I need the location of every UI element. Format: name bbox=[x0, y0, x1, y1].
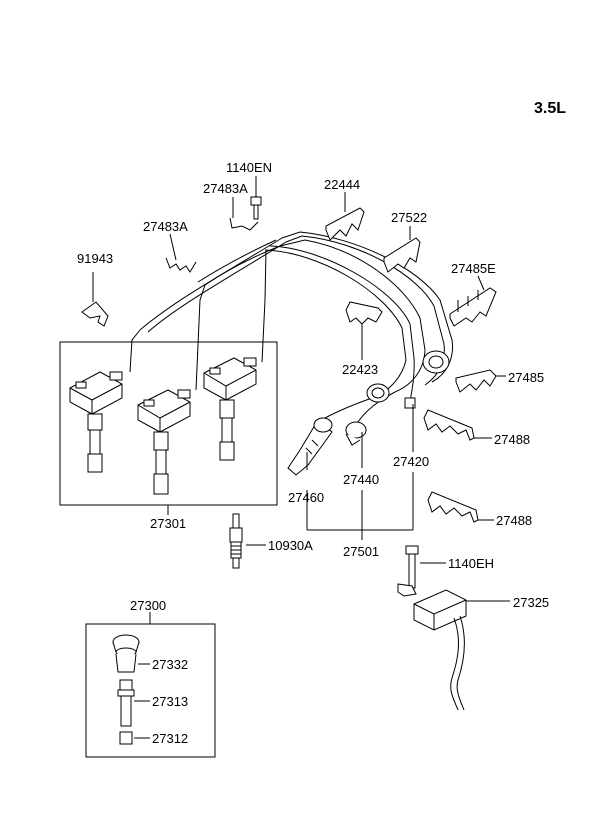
callout-22423: 22423 bbox=[342, 362, 378, 377]
callout-10930A: 10930A bbox=[268, 538, 313, 553]
bolt-1140EH bbox=[405, 545, 446, 589]
holder-27488-a bbox=[423, 409, 492, 441]
callout-27300: 27300 bbox=[130, 598, 166, 613]
holder-27485E bbox=[449, 275, 497, 327]
callout-27501: 27501 bbox=[343, 544, 379, 559]
ignition-coil-3 bbox=[203, 357, 257, 461]
ignition-coil-2 bbox=[137, 389, 191, 495]
clip-27483A-left bbox=[165, 233, 197, 273]
callout-27483A-top: 27483A bbox=[203, 181, 248, 196]
holder-22444 bbox=[325, 192, 365, 241]
bracket-91943 bbox=[81, 272, 109, 327]
spark-plug-10930A bbox=[229, 513, 266, 569]
spring-27313 bbox=[117, 679, 150, 727]
engine-label: 3.5L bbox=[534, 100, 566, 117]
callout-1140EH: 1140EH bbox=[448, 556, 494, 571]
ignition-coil-group bbox=[59, 341, 278, 506]
holder-27488-b bbox=[427, 491, 494, 523]
leader-lines bbox=[167, 404, 414, 540]
callout-1140EN: 1140EN bbox=[226, 160, 272, 175]
callout-27313: 27313 bbox=[152, 694, 188, 709]
callout-27488-a: 27488 bbox=[494, 432, 530, 447]
callout-27460: 27460 bbox=[288, 490, 324, 505]
callout-27488-b: 27488 bbox=[496, 513, 532, 528]
clip-27483A-top bbox=[229, 197, 259, 231]
callout-27485: 27485 bbox=[508, 370, 544, 385]
callout-27312: 27312 bbox=[152, 731, 188, 746]
seal-27312 bbox=[119, 731, 150, 745]
callout-27483A-left: 27483A bbox=[143, 219, 188, 234]
callout-27440: 27440 bbox=[343, 472, 379, 487]
holder-27522 bbox=[383, 226, 421, 273]
holder-27485 bbox=[455, 369, 506, 393]
callout-91943: 91943 bbox=[77, 251, 113, 266]
coil-boot-kit-27300 bbox=[85, 612, 216, 758]
callout-27522: 27522 bbox=[391, 210, 427, 225]
callout-27332: 27332 bbox=[152, 657, 188, 672]
bolt-1140EN bbox=[250, 176, 262, 220]
callout-27485E: 27485E bbox=[451, 261, 496, 276]
cable-harness bbox=[129, 231, 454, 476]
ignition-coil-1 bbox=[69, 371, 123, 473]
ignition-module-27325 bbox=[397, 583, 510, 711]
callout-27301: 27301 bbox=[150, 516, 186, 531]
callout-27325: 27325 bbox=[513, 595, 549, 610]
boot-27332 bbox=[112, 634, 150, 673]
callout-27420: 27420 bbox=[393, 454, 429, 469]
holder-22423 bbox=[345, 301, 383, 360]
callout-22444: 22444 bbox=[324, 177, 360, 192]
